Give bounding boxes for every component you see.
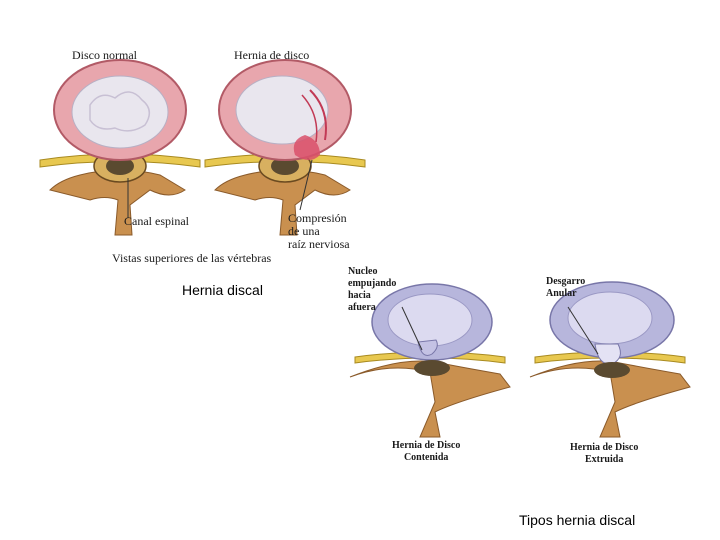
normal-vertebra-illustration bbox=[39, 59, 201, 236]
top-figure: Disco normal Hernia de disco Canal espin… bbox=[20, 40, 370, 270]
bottom-figure: Nucleo empujando hacia afuera Desgarro A… bbox=[340, 262, 702, 482]
label-compression: Compresión de una raíz nerviosa bbox=[288, 212, 350, 251]
label-contained-hernia: Hernia de Disco Contenida bbox=[392, 440, 460, 464]
label-contained-line-1: Hernia de Disco bbox=[392, 440, 461, 451]
label-extruded-line-2: Extruida bbox=[584, 454, 624, 465]
caption-hernia-discal: Hernia discal bbox=[182, 282, 263, 298]
label-nucleus-line-4: afuera bbox=[348, 302, 376, 313]
contained-hernia-illustration bbox=[349, 283, 511, 438]
label-nucleus: Nucleo empujando hacia afuera bbox=[348, 266, 396, 314]
label-annular-tear-line-2: Anular bbox=[546, 288, 577, 299]
label-extruded-hernia: Hernia de Disco Extruida bbox=[570, 442, 638, 466]
label-normal-disc: Disco normal bbox=[72, 48, 137, 62]
label-spinal-canal: Canal espinal bbox=[124, 214, 189, 228]
label-herniated-disc: Hernia de disco bbox=[234, 48, 310, 62]
label-nucleus-line-2: empujando bbox=[348, 278, 397, 289]
label-top-views: Vistas superiores de las vértebras bbox=[112, 251, 272, 265]
label-annular-tear-line-1: Desgarro bbox=[546, 276, 586, 287]
label-nucleus-line-1: Nucleo bbox=[348, 266, 378, 277]
label-compression-line-3: raíz nerviosa bbox=[288, 237, 350, 251]
label-nucleus-line-3: hacia bbox=[348, 290, 371, 301]
label-extruded-line-1: Hernia de Disco bbox=[570, 442, 639, 453]
label-contained-line-2: Contenida bbox=[403, 452, 449, 463]
label-compression-line-2: de una bbox=[288, 224, 320, 238]
label-compression-line-1: Compresión bbox=[288, 211, 347, 225]
label-annular-tear: Desgarro Anular bbox=[546, 276, 585, 300]
extruded-hernia-illustration bbox=[529, 281, 691, 438]
caption-tipos-hernia: Tipos hernia discal bbox=[519, 512, 636, 528]
herniated-vertebra-illustration bbox=[204, 59, 366, 236]
top-illustration bbox=[39, 59, 366, 236]
bottom-illustration bbox=[349, 281, 691, 438]
